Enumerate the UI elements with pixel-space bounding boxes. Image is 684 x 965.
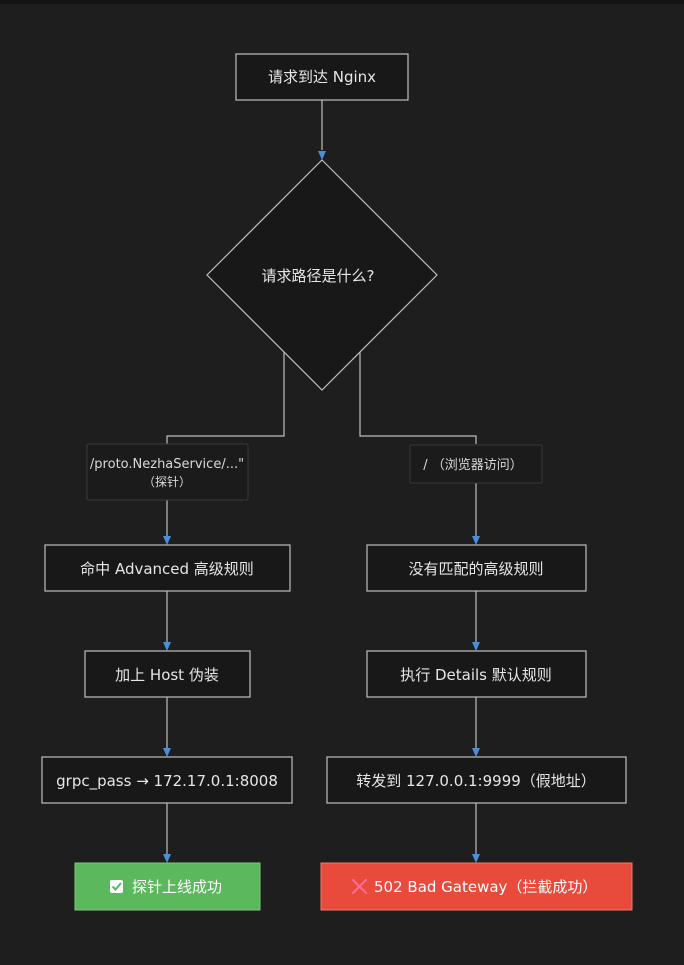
node-right-step3-label: 转发到 127.0.0.1:9999（假地址） bbox=[356, 772, 596, 790]
edge-label-left: /proto.NezhaService/..." （探针） bbox=[86, 443, 249, 501]
node-start: 请求到达 Nginx bbox=[235, 53, 409, 101]
arrow-to-right-step1 bbox=[472, 536, 480, 545]
edge-label-left-desc: （探针） bbox=[143, 474, 191, 489]
node-left-step1-label: 命中 Advanced 高级规则 bbox=[80, 560, 254, 578]
node-right-step2-label: 执行 Details 默认规则 bbox=[400, 666, 552, 684]
node-right-result-label: 502 Bad Gateway（拦截成功） bbox=[374, 878, 597, 896]
cross-icon bbox=[351, 878, 368, 895]
arrow-to-right-step2 bbox=[472, 642, 480, 651]
node-left-step1: 命中 Advanced 高级规则 bbox=[44, 544, 291, 592]
node-left-step3: grpc_pass → 172.17.0.1:8008 bbox=[41, 756, 293, 804]
node-right-step2: 执行 Details 默认规则 bbox=[366, 650, 587, 698]
arrow-to-left-step1 bbox=[163, 536, 171, 545]
check-box-icon bbox=[110, 880, 123, 893]
edge-label-right-path: / （浏览器访问） bbox=[423, 457, 523, 473]
node-left-step2: 加上 Host 伪装 bbox=[84, 650, 251, 698]
edge-decision-right bbox=[359, 352, 477, 444]
node-left-step3-label: grpc_pass → 172.17.0.1:8008 bbox=[56, 772, 278, 791]
node-right-step3: 转发到 127.0.0.1:9999（假地址） bbox=[326, 756, 627, 804]
node-left-result-label: 探针上线成功 bbox=[132, 878, 222, 896]
arrowheads bbox=[163, 151, 480, 863]
node-left-step2-label: 加上 Host 伪装 bbox=[115, 666, 219, 684]
arrow-to-left-result bbox=[163, 854, 171, 863]
arrow-to-decision bbox=[318, 151, 326, 160]
arrow-to-left-step2 bbox=[163, 642, 171, 651]
node-start-label: 请求到达 Nginx bbox=[268, 68, 376, 86]
arrow-to-right-step3 bbox=[472, 748, 480, 757]
arrow-to-right-result bbox=[472, 854, 480, 863]
window-top-strip bbox=[0, 0, 684, 4]
arrow-to-left-step3 bbox=[163, 748, 171, 757]
edge-label-right: / （浏览器访问） bbox=[409, 444, 543, 484]
connectors bbox=[166, 100, 477, 854]
node-decision-label: 请求路径是什么? bbox=[262, 267, 375, 285]
node-right-step1: 没有匹配的高级规则 bbox=[366, 544, 587, 592]
node-right-step1-label: 没有匹配的高级规则 bbox=[408, 560, 543, 578]
node-decision: 请求路径是什么? bbox=[206, 159, 438, 391]
edge-label-left-path: /proto.NezhaService/..." bbox=[90, 457, 244, 472]
node-right-result: 502 Bad Gateway（拦截成功） bbox=[320, 862, 633, 911]
edge-decision-left bbox=[166, 352, 285, 444]
node-left-result: 探针上线成功 bbox=[74, 862, 261, 911]
